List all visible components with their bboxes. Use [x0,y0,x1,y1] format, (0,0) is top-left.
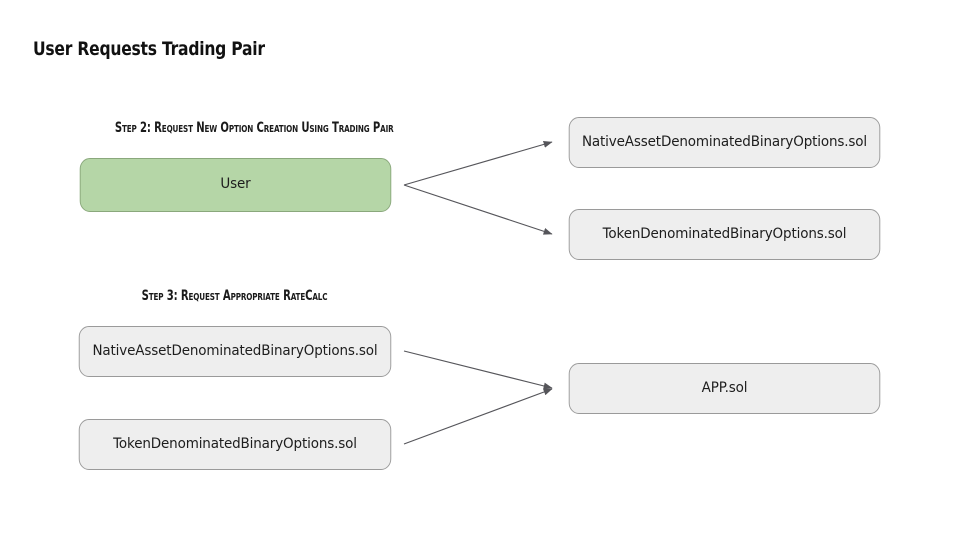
node-native-asset-bottom-label: NativeAssetDenominatedBinaryOptions.sol [92,342,378,359]
step-3-label: Step 3: Request Appropriate RateCalc [141,288,328,304]
node-native-asset-denominated-binary-options-top[interactable]: NativeAssetDenominatedBinaryOptions.sol [568,117,881,168]
step-2-label: Step 2: Request New Option Creation Usin… [114,120,394,136]
edge-user-to-native-top [403,140,553,186]
node-native-asset-top-label: NativeAssetDenominatedBinaryOptions.sol [581,133,868,150]
node-user[interactable]: User [79,158,392,212]
node-token-bottom-label: TokenDenominatedBinaryOptions.sol [113,435,357,452]
node-app-label: APP.sol [701,379,748,396]
page-title: User Requests Trading Pair [33,38,265,60]
edge-user-to-token-top [403,184,553,235]
edge-native-bottom-to-app [403,350,553,390]
edge-token-bottom-to-app [403,388,553,445]
node-token-top-label: TokenDenominatedBinaryOptions.sol [602,225,847,242]
node-native-asset-denominated-binary-options-bottom[interactable]: NativeAssetDenominatedBinaryOptions.sol [78,326,392,377]
node-app-sol[interactable]: APP.sol [568,363,881,414]
node-token-denominated-binary-options-top[interactable]: TokenDenominatedBinaryOptions.sol [568,209,881,260]
node-user-label: User [220,176,251,193]
node-token-denominated-binary-options-bottom[interactable]: TokenDenominatedBinaryOptions.sol [78,419,392,470]
